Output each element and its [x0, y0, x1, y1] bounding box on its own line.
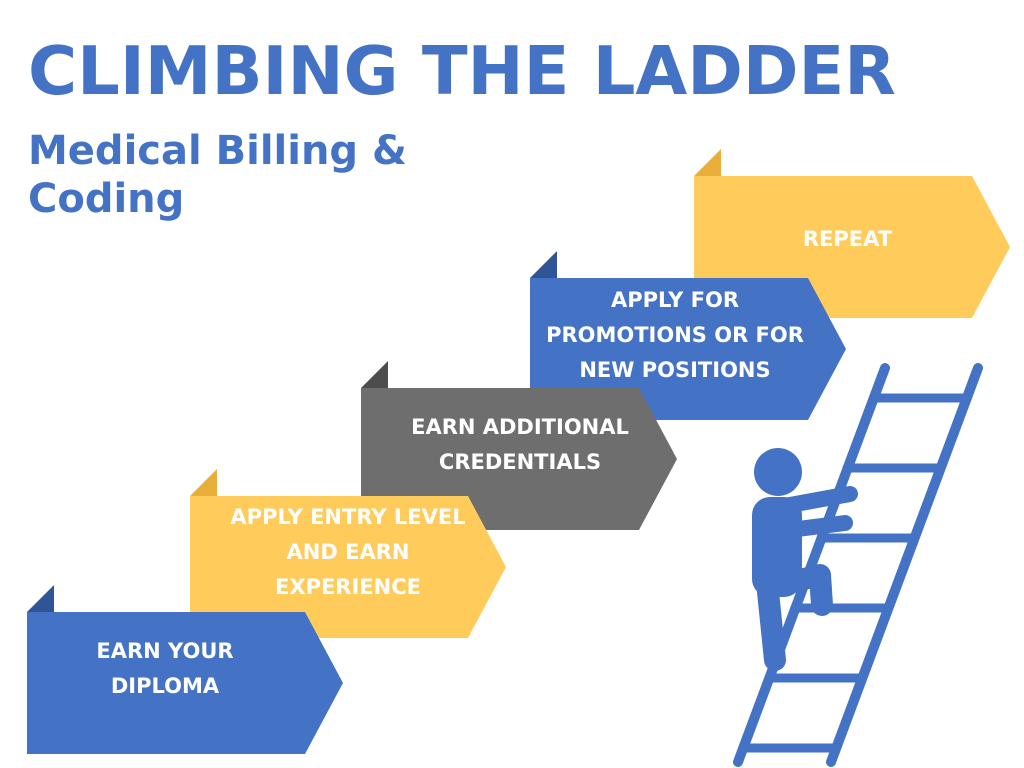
- step-3-label: EARN ADDITIONAL CREDENTIALS: [411, 415, 629, 474]
- step-4-tab: [530, 251, 557, 278]
- step-1-tab: [27, 585, 54, 612]
- step-3-tab: [361, 361, 388, 388]
- step-2-label: APPLY ENTRY LEVEL AND EARN EXPERIENCE: [230, 505, 466, 599]
- step-3-arrow: [361, 388, 677, 530]
- person-climbing-icon: [752, 448, 858, 671]
- step-1-arrow: [27, 612, 343, 754]
- step-1-label: EARN YOUR DIPLOMA: [96, 639, 234, 698]
- page-title: CLIMBING THE LADDER: [28, 32, 896, 110]
- step-2-tab: [190, 469, 217, 496]
- step-5-tab: [694, 149, 721, 176]
- step-4-label: APPLY FOR PROMOTIONS OR FOR NEW POSITION…: [546, 288, 804, 382]
- step-5-label: REPEAT: [802, 227, 893, 251]
- page-subtitle: Medical Billing & Coding: [28, 128, 407, 222]
- climber-illustration: [733, 363, 983, 767]
- ladder-icon: [733, 363, 983, 767]
- step-4-arrow: [530, 278, 846, 420]
- step-2-arrow: [190, 496, 506, 638]
